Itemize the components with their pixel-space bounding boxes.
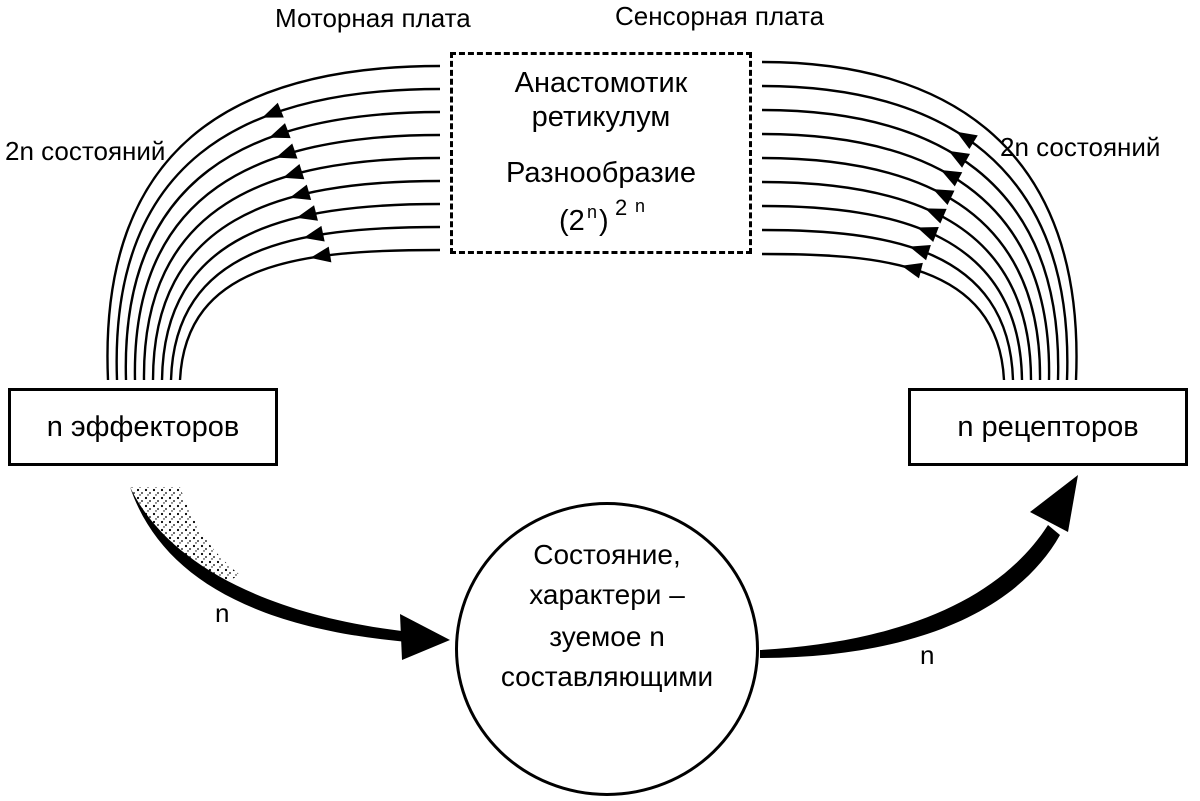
diversity-formula: (2 n ) 2 n: [559, 197, 679, 243]
n-right-label: n: [920, 640, 935, 670]
stippled-arrow-origin: [130, 487, 240, 585]
states-left-label: 2n состояний: [5, 136, 166, 166]
effectors-label: n эффекторов: [46, 410, 240, 443]
sensor-arrowhead: [940, 170, 963, 187]
motor-arrowhead: [289, 184, 312, 200]
motor-arc: [115, 87, 441, 381]
state-line-2: характери –: [529, 579, 685, 610]
sensor-arrowhead: [901, 262, 923, 279]
states-right-label: 2n состояний: [1000, 132, 1161, 162]
motor-plate-label: Моторная плата: [275, 3, 471, 33]
motor-arrowhead: [269, 123, 291, 139]
sensor-arrowhead: [925, 208, 947, 224]
state-to-receptors-arrowhead: [1030, 475, 1078, 532]
motor-arc: [106, 64, 441, 381]
sensor-arrowhead: [948, 150, 971, 168]
motor-arc: [151, 179, 441, 381]
motor-connection-arcs: [106, 64, 441, 381]
sensor-arc: [761, 228, 1015, 381]
sensor-arc: [761, 132, 1051, 381]
motor-arc: [133, 133, 441, 381]
sensor-arc: [761, 60, 1078, 381]
motor-arc: [124, 110, 441, 381]
formula-inner-exponent: n: [587, 202, 598, 222]
receptors-label: n рецепторов: [957, 410, 1139, 443]
sensor-arc: [761, 204, 1024, 381]
effectors-to-state-arrow: [130, 487, 410, 642]
sensor-arrowheads: [901, 131, 978, 279]
formula-outer-exponent: 2: [615, 195, 628, 220]
sensor-arrowhead: [909, 244, 931, 261]
motor-arrowhead: [275, 143, 298, 159]
motor-arrowhead: [262, 102, 284, 118]
sensor-arc: [761, 252, 1006, 381]
motor-arrowheads: [262, 102, 332, 263]
receptors-box: n рецепторов: [908, 388, 1188, 466]
sensor-arrowhead: [932, 189, 955, 206]
center-line-1: Анастомотик: [514, 67, 688, 99]
motor-arrowhead: [303, 225, 325, 242]
sensor-arc: [761, 180, 1033, 381]
n-left-label: n: [215, 598, 230, 628]
sensor-arc: [761, 108, 1060, 381]
sensor-arrowhead: [917, 226, 939, 242]
sensor-connection-arcs: [761, 60, 1078, 381]
state-to-receptors-arrow: [760, 525, 1060, 658]
sensor-arrowhead: [956, 131, 978, 149]
center-line-3: Разнообразие: [506, 157, 696, 189]
sensor-plate-label: Сенсорная плата: [615, 1, 825, 31]
formula-close: ): [599, 205, 609, 237]
sensor-arc: [761, 84, 1069, 381]
formula-outer-sup: n: [635, 196, 646, 216]
motor-arc: [160, 202, 441, 381]
formula-base: (2: [559, 205, 585, 237]
motor-arrowhead: [282, 164, 305, 180]
sensor-arc: [761, 156, 1042, 381]
center-line-2: ретикулум: [531, 101, 671, 133]
state-line-1: Состояние,: [533, 539, 681, 570]
motor-arc: [178, 248, 441, 381]
state-circle: Состояние, характери – зуемое n составля…: [455, 502, 759, 796]
motor-arc: [142, 156, 441, 381]
motor-arrowhead: [310, 246, 332, 263]
effectors-to-state-arrowhead: [400, 614, 450, 660]
motor-arrowhead: [296, 205, 318, 221]
anastomotic-reticulum-box: Анастомотик ретикулум Разнообразие (2 n …: [450, 52, 752, 254]
state-line-3: зуемое n: [549, 621, 665, 652]
motor-arc: [169, 225, 441, 381]
effectors-box: n эффекторов: [8, 388, 278, 466]
state-line-4: составляющими: [500, 661, 714, 692]
